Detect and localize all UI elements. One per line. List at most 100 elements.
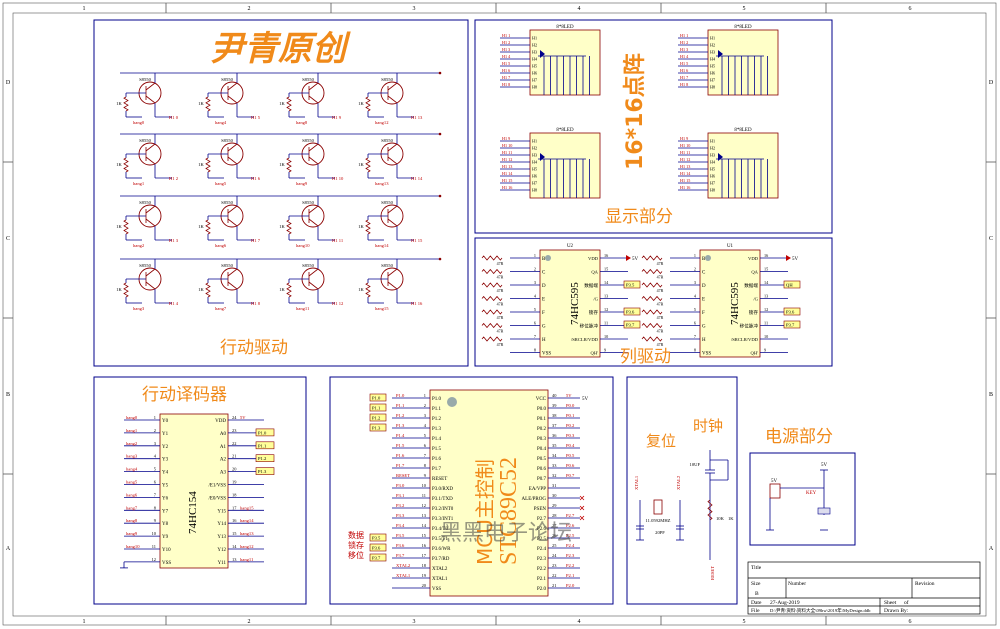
net-h: H1 4	[169, 301, 179, 306]
resistor-label: 1K	[198, 101, 204, 106]
led-pin: H2	[710, 146, 715, 151]
transistor-lead	[387, 268, 398, 277]
pin-name: XTAL2	[432, 567, 448, 572]
pin-name: P1.1	[432, 407, 442, 412]
led-symbol	[540, 50, 545, 58]
net-h: H1 2	[169, 176, 179, 181]
pin-name: P1.2	[432, 417, 442, 422]
net-tag	[255, 454, 275, 463]
pin-name: Y5	[162, 484, 169, 489]
pin-num: 6	[534, 321, 536, 326]
led-row-net: H1 13	[680, 164, 690, 169]
net-tag	[623, 320, 641, 329]
net-tag-label: P3.6	[372, 546, 381, 551]
tb-drawn: Drawn By:	[884, 608, 909, 614]
led-row-net: H1 7	[680, 75, 688, 80]
led-pin: H7	[710, 181, 715, 186]
transistor-lead	[145, 281, 156, 290]
net-h: H1 9	[332, 115, 342, 120]
pin-name: Y12	[217, 548, 226, 553]
resistor	[286, 96, 292, 112]
res-label: 47R	[657, 302, 664, 307]
led-row-net: H1 5	[680, 61, 688, 66]
net-hang: hang0	[133, 120, 145, 125]
led-module	[707, 29, 779, 96]
tb-of: of	[904, 599, 909, 606]
net-label: P2.2	[566, 563, 575, 568]
pin-num: 39	[552, 403, 557, 408]
net-label: P0.3	[566, 433, 575, 438]
resistor-label: 1K	[279, 162, 285, 167]
pin-num: 33	[552, 463, 557, 468]
pin-name: Y13	[217, 535, 226, 540]
vcc-label: 5V	[792, 257, 799, 262]
net-hang: hang4	[215, 120, 227, 125]
led-pin: H6	[532, 174, 537, 179]
pin-name: Y6	[162, 496, 169, 501]
power-jack	[769, 483, 781, 499]
pin-name: P0.1	[537, 417, 547, 422]
pin-name: P3.7/RD	[432, 557, 450, 562]
pin-num: 5	[154, 467, 157, 472]
pin-name: P1.0	[432, 397, 442, 402]
pin-num: 15	[232, 531, 237, 536]
transistor-label: S8550	[139, 200, 151, 205]
cap-label: 20PF	[655, 530, 665, 535]
pin-name: A0	[220, 432, 227, 437]
pin-num: 19	[422, 573, 427, 578]
resistor	[641, 336, 663, 342]
pin-name: E	[702, 298, 705, 303]
transistor-lead	[387, 95, 398, 104]
pin-num: 25	[552, 543, 557, 548]
net-tag	[783, 307, 801, 316]
net-tag	[783, 280, 801, 289]
pin-num: 1	[154, 415, 156, 420]
pin-name: P0.0	[537, 407, 547, 412]
pin-num: 38	[552, 413, 557, 418]
row-driver-box	[93, 19, 469, 367]
res-label: 47R	[497, 329, 504, 334]
net-label: P3.2	[396, 503, 405, 508]
net-label: hang1	[126, 428, 138, 433]
net-h: H1 15	[411, 238, 423, 243]
resistor-label: 1K	[116, 224, 122, 229]
resistor	[365, 219, 371, 235]
net-label: P3.1	[396, 493, 405, 498]
net-hang: hang8	[296, 120, 308, 125]
led-row-net: H1 8	[502, 82, 510, 87]
pin-num: 13	[422, 513, 427, 518]
pin-num: 14	[232, 544, 237, 549]
resistor	[286, 157, 292, 173]
net-label: hang12	[240, 544, 254, 549]
pin-name: QH'	[591, 351, 599, 356]
frame-row-label: B	[6, 392, 10, 398]
tb-size-val: B	[755, 591, 759, 597]
pin-name: 锁存	[589, 309, 599, 316]
no-connect	[579, 495, 585, 501]
tb-date-val: 27-Aug-2019	[770, 600, 800, 606]
pin-name: P0.6	[537, 467, 547, 472]
pin-num: 1	[534, 253, 536, 258]
pin-num: 7	[154, 492, 157, 497]
net-hang: hang13	[375, 181, 389, 186]
display-title: 显示部分	[605, 207, 673, 227]
net-label: hang7	[126, 505, 138, 510]
net-hang: hang1	[133, 181, 145, 186]
pin-name: VDD	[748, 256, 759, 261]
led-module	[529, 29, 601, 96]
pin-num: 3	[694, 280, 696, 285]
resistor-label: 1K	[116, 101, 122, 106]
junction	[438, 71, 442, 75]
net-label: RESET	[396, 473, 410, 478]
transistor-label: S8550	[221, 77, 233, 82]
resistor	[641, 295, 663, 302]
pin-num: 2	[534, 267, 536, 272]
chip-stc89c52	[429, 389, 549, 597]
net-label: hang5	[126, 480, 138, 485]
resistor-label: 1K	[279, 224, 285, 229]
pin-name: Y14	[217, 522, 226, 527]
pin-name: P3.1/TXD	[432, 497, 453, 502]
pin-num: 5	[424, 433, 427, 438]
net-tag	[255, 467, 275, 475]
transistor-label: S8550	[221, 263, 233, 268]
